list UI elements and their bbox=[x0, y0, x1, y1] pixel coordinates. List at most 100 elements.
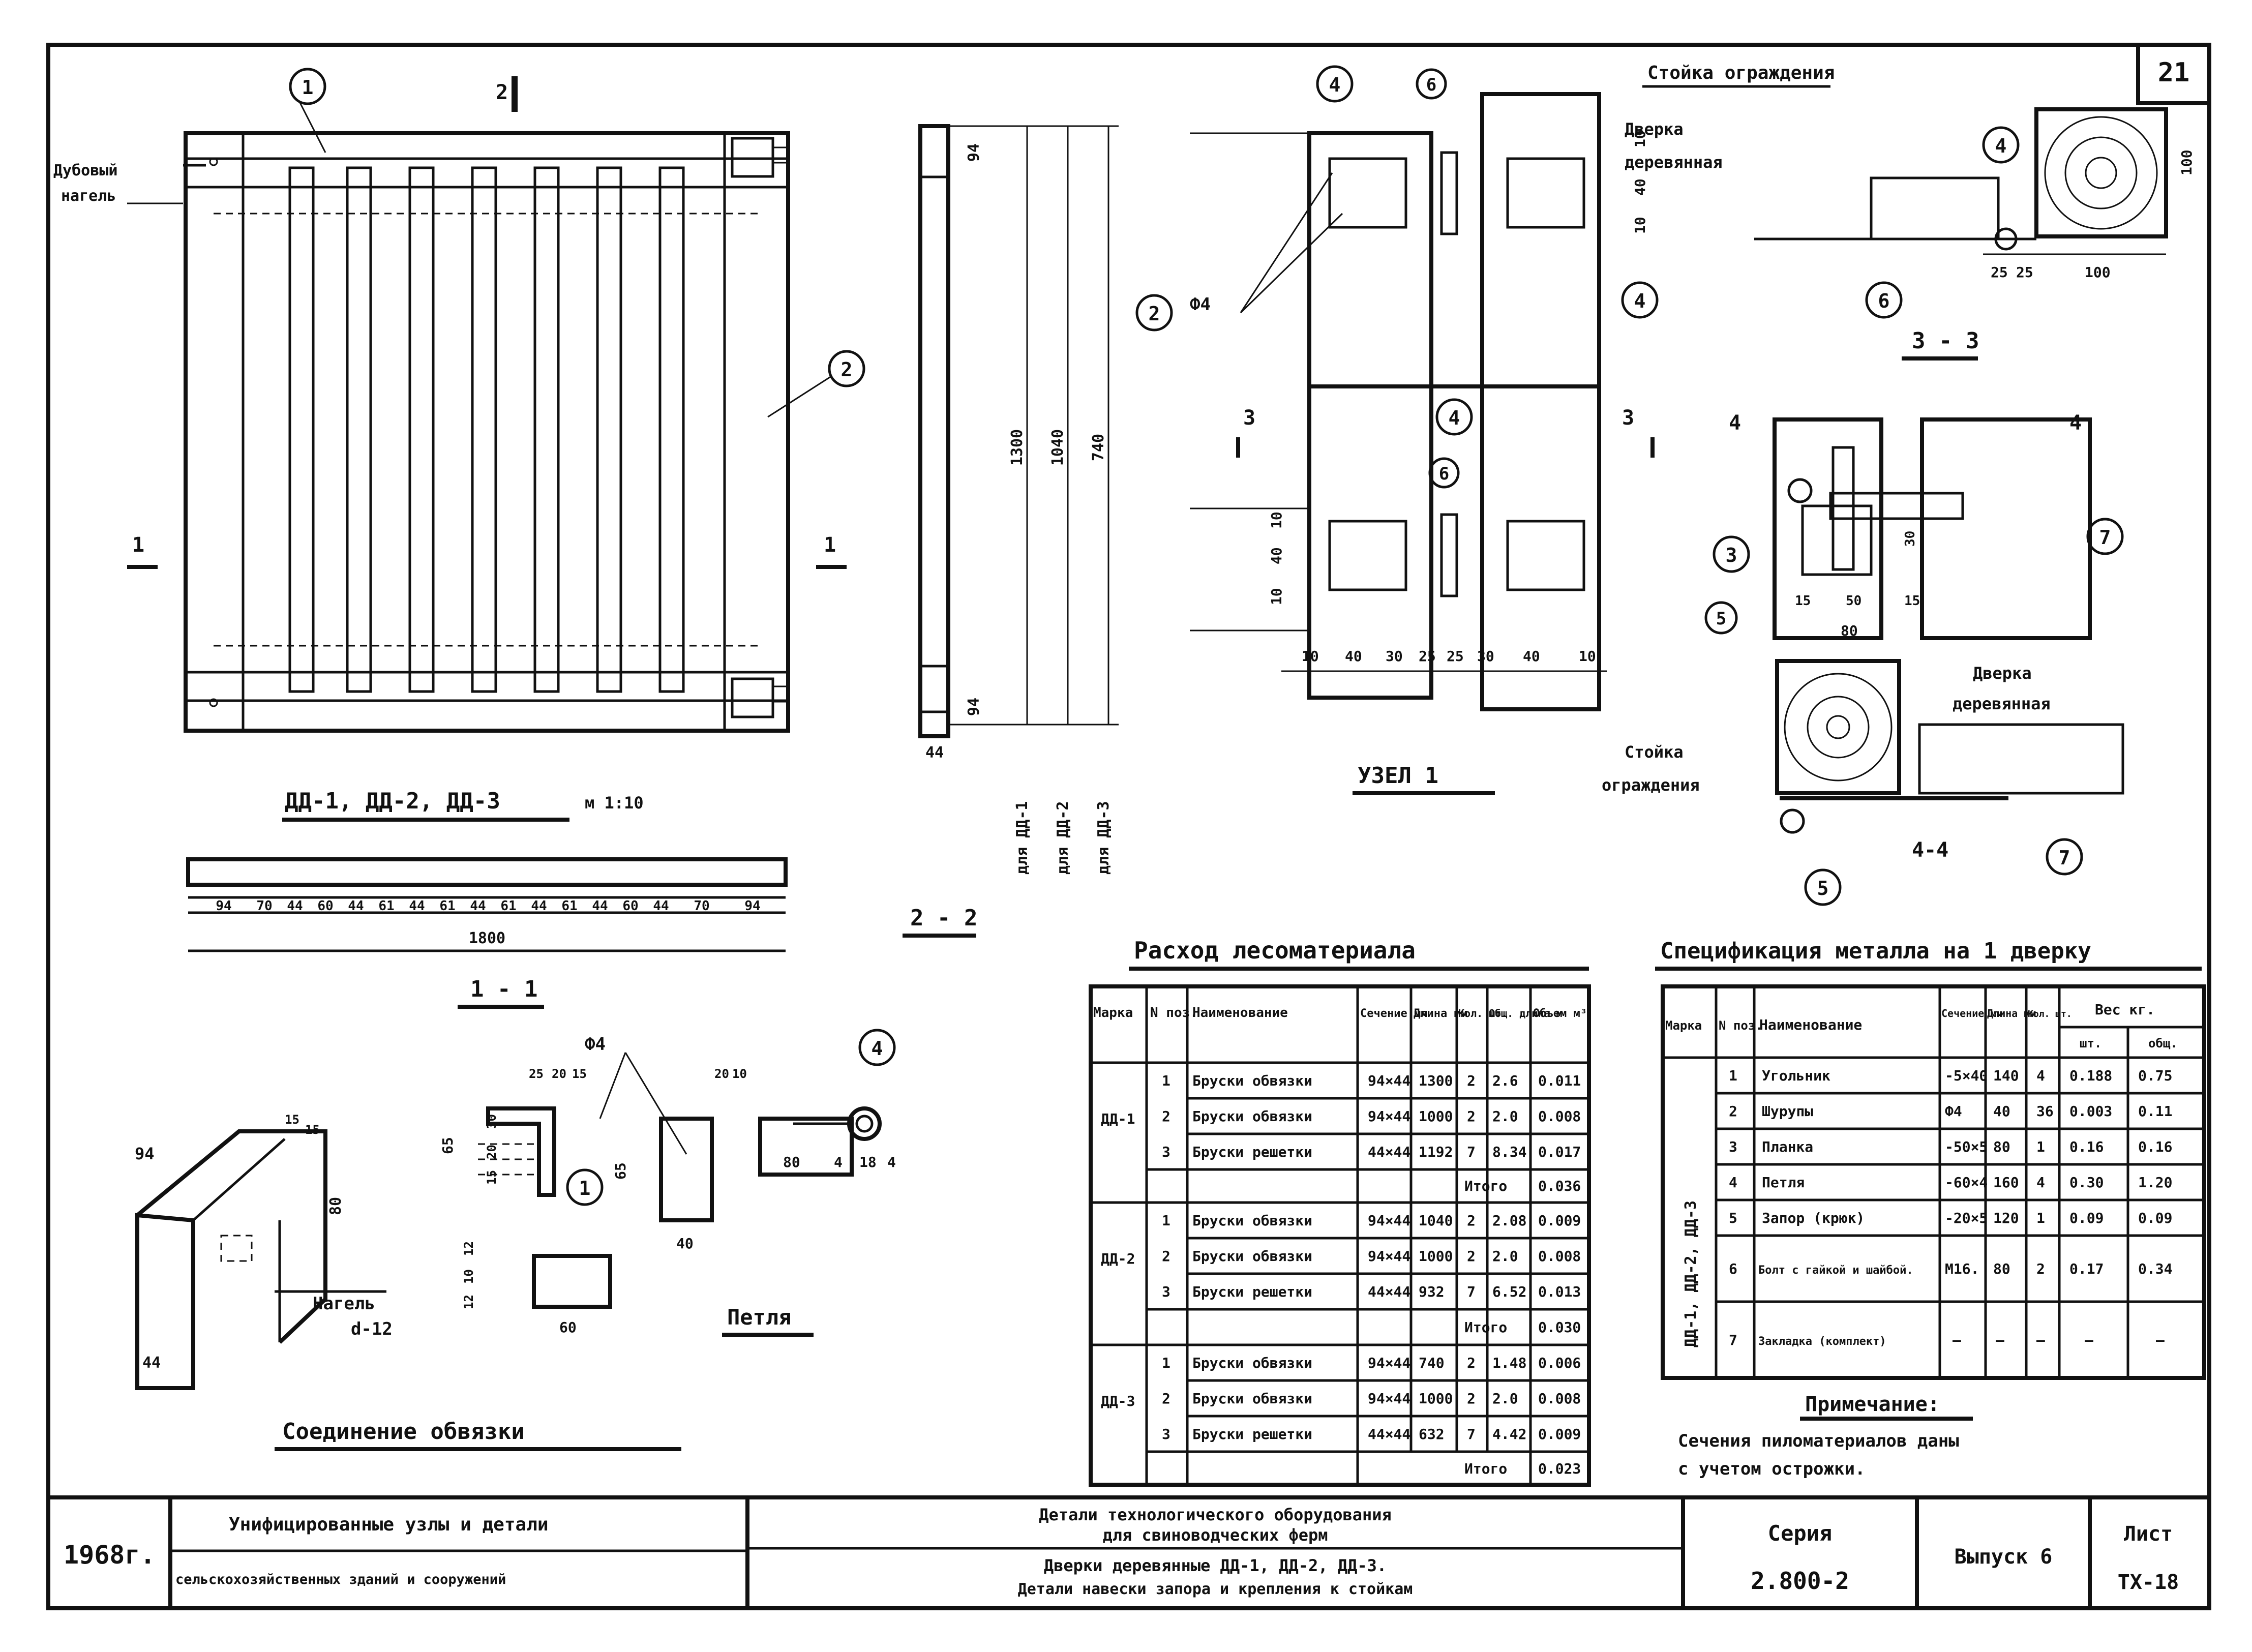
svg-text:0.09: 0.09 bbox=[2138, 1210, 2172, 1226]
svg-text:44: 44 bbox=[287, 898, 303, 914]
title-mid-3: Дверки деревянные ДД-1, ДД-2, ДД-3. bbox=[1044, 1556, 1387, 1575]
svg-text:Длина мм: Длина мм bbox=[1987, 1007, 2036, 1019]
svg-text:44: 44 bbox=[470, 898, 486, 914]
hinge-detail: 4 80 4 18 4 Петля bbox=[722, 1029, 896, 1337]
svg-text:40: 40 bbox=[1268, 547, 1285, 564]
svg-text:N поз.: N поз. bbox=[1150, 1005, 1198, 1020]
svg-text:Кол. шт.: Кол. шт. bbox=[1458, 1007, 1507, 1019]
svg-text:-50×5: -50×5 bbox=[1945, 1138, 1988, 1155]
svg-text:60: 60 bbox=[559, 1319, 577, 1336]
svg-text:94×44: 94×44 bbox=[1368, 1248, 1410, 1265]
svg-text:94: 94 bbox=[965, 143, 983, 162]
main-view-scale: м 1:10 bbox=[585, 793, 644, 813]
svg-text:25: 25 bbox=[529, 1067, 544, 1081]
post-label-2b: ограждения bbox=[1602, 775, 1700, 795]
svg-text:60: 60 bbox=[622, 898, 638, 914]
svg-text:шт.: шт. bbox=[2080, 1036, 2101, 1050]
svg-text:0.023: 0.023 bbox=[1538, 1460, 1581, 1477]
svg-text:Кол. шт.: Кол. шт. bbox=[2028, 1009, 2072, 1019]
svg-text:10: 10 bbox=[1268, 588, 1285, 605]
wood-table: Расход лесоматериала Марка N п bbox=[1089, 937, 1591, 1487]
svg-text:44: 44 bbox=[531, 898, 547, 914]
svg-text:2.0: 2.0 bbox=[1492, 1108, 1518, 1125]
note-line-1: Сечения пиломатериалов даны bbox=[1678, 1431, 1959, 1451]
svg-text:25: 25 bbox=[1991, 264, 2008, 281]
svg-text:1040: 1040 bbox=[1419, 1212, 1453, 1229]
svg-text:1: 1 bbox=[1162, 1355, 1170, 1371]
svg-text:2.0: 2.0 bbox=[1492, 1248, 1518, 1265]
svg-text:12: 12 bbox=[462, 1241, 476, 1256]
svg-text:0.34: 0.34 bbox=[2138, 1260, 2172, 1277]
svg-text:120: 120 bbox=[1993, 1210, 2019, 1226]
svg-text:10: 10 bbox=[732, 1067, 747, 1081]
svg-text:70: 70 bbox=[694, 898, 709, 914]
svg-text:160: 160 bbox=[1993, 1174, 2019, 1191]
svg-text:Бруски обвязки: Бруски обвязки bbox=[1192, 1390, 1312, 1407]
svg-text:36: 36 bbox=[2036, 1103, 2054, 1120]
svg-text:2.0: 2.0 bbox=[1492, 1390, 1518, 1407]
svg-text:Объем м³: Объем м³ bbox=[1533, 1007, 1587, 1020]
svg-text:0.75: 0.75 bbox=[2138, 1067, 2172, 1084]
svg-text:15: 15 bbox=[1904, 593, 1920, 609]
callout-4-s33 bbox=[1865, 281, 1903, 319]
svg-text:50: 50 bbox=[1846, 593, 1861, 609]
svg-text:7: 7 bbox=[1467, 1283, 1476, 1300]
note-line-2: с учетом острожки. bbox=[1678, 1459, 1865, 1479]
svg-text:1: 1 bbox=[1162, 1212, 1170, 1229]
svg-text:61: 61 bbox=[439, 898, 455, 914]
svg-text:61: 61 bbox=[561, 898, 577, 914]
svg-text:общ.: общ. bbox=[2148, 1036, 2178, 1050]
svg-text:1: 1 bbox=[1162, 1072, 1170, 1089]
total-1-1: 1800 bbox=[469, 929, 505, 947]
svg-text:61: 61 bbox=[378, 898, 394, 914]
svg-text:1300: 1300 bbox=[1008, 429, 1026, 466]
svg-text:25: 25 bbox=[1447, 648, 1464, 665]
section-4-4: 4 4 3 5 7 15 50 15 80 30 Дверка деревянн… bbox=[1602, 411, 2124, 906]
cut-1-left: 1 bbox=[132, 533, 144, 557]
callout-3 bbox=[1713, 535, 1750, 573]
svg-text:2: 2 bbox=[1149, 303, 1160, 325]
svg-text:5: 5 bbox=[1817, 877, 1829, 899]
svg-text:1.20: 1.20 bbox=[2138, 1174, 2172, 1191]
node-1: 3 3 10 40 30 25 25 30 40 10 10 40 10 10 … bbox=[1135, 65, 1659, 795]
svg-text:44: 44 bbox=[925, 744, 944, 762]
svg-text:8.34: 8.34 bbox=[1492, 1144, 1526, 1160]
svg-text:4: 4 bbox=[1329, 74, 1341, 96]
svg-text:ДД-3: ДД-3 bbox=[1101, 1393, 1135, 1409]
svg-text:Бруски обвязки: Бруски обвязки bbox=[1192, 1212, 1312, 1229]
svg-text:61: 61 bbox=[500, 898, 516, 914]
svg-text:10: 10 bbox=[462, 1269, 476, 1284]
section-2-2: 1300 1040 740 94 94 44 для ДД-1 для ДД-2… bbox=[903, 124, 1119, 938]
svg-text:5: 5 bbox=[1716, 609, 1726, 629]
svg-text:44: 44 bbox=[142, 1354, 161, 1372]
svg-text:Наименование: Наименование bbox=[1759, 1016, 1862, 1033]
svg-text:20: 20 bbox=[714, 1067, 729, 1081]
svg-text:2: 2 bbox=[1162, 1108, 1170, 1125]
svg-text:4: 4 bbox=[887, 1154, 896, 1170]
svg-text:80: 80 bbox=[1841, 622, 1858, 639]
svg-text:10: 10 bbox=[1302, 648, 1319, 665]
callout-4-right bbox=[1621, 281, 1659, 319]
svg-text:—: — bbox=[1953, 1332, 1961, 1348]
svg-text:4: 4 bbox=[2036, 1174, 2045, 1191]
svg-text:7: 7 bbox=[1467, 1144, 1476, 1160]
series-label: Серия bbox=[1768, 1521, 1832, 1546]
svg-text:94×44: 94×44 bbox=[1368, 1072, 1410, 1089]
list-label: Лист bbox=[2124, 1522, 2173, 1546]
svg-text:70: 70 bbox=[256, 898, 272, 914]
node-1-caption: УЗЕЛ 1 bbox=[1358, 763, 1438, 789]
svg-text:Итого: Итого bbox=[1464, 1319, 1507, 1336]
title-left-1: Унифицированные узлы и детали bbox=[229, 1514, 549, 1535]
svg-text:0.006: 0.006 bbox=[1538, 1355, 1581, 1371]
callout-4-hinge bbox=[858, 1029, 896, 1066]
svg-text:0.036: 0.036 bbox=[1538, 1178, 1581, 1194]
svg-text:1000: 1000 bbox=[1419, 1248, 1453, 1265]
svg-text:10: 10 bbox=[1268, 512, 1285, 529]
svg-text:4: 4 bbox=[1995, 135, 2007, 157]
svg-text:0.003: 0.003 bbox=[2069, 1103, 2112, 1120]
svg-text:94: 94 bbox=[135, 1144, 155, 1163]
svg-text:3: 3 bbox=[1729, 1138, 1737, 1155]
svg-text:0.17: 0.17 bbox=[2069, 1260, 2104, 1277]
svg-text:7: 7 bbox=[2059, 847, 2070, 869]
